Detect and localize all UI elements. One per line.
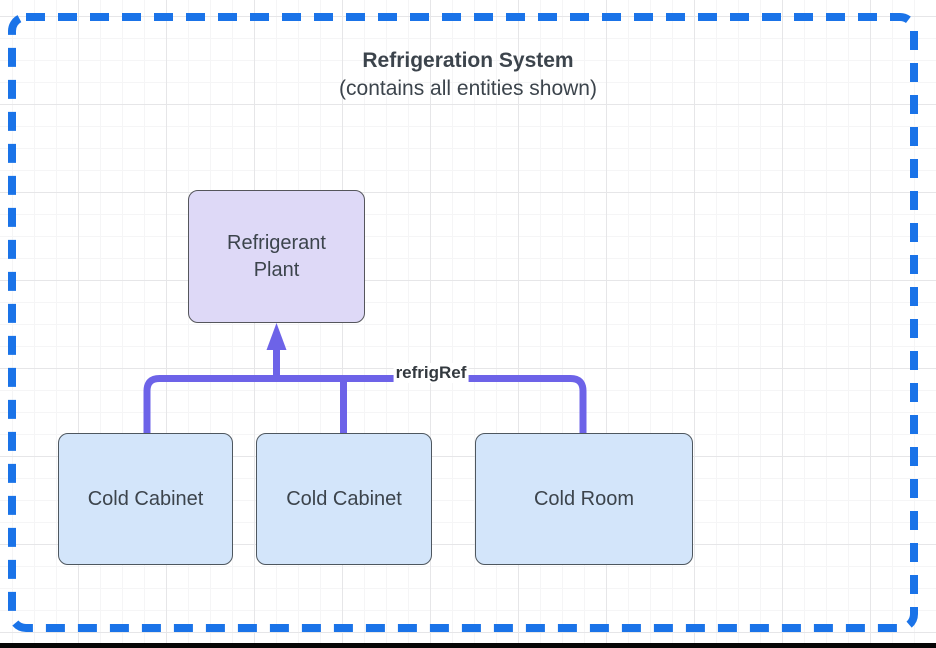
node-cold-cabinet-1: Cold Cabinet xyxy=(58,433,233,565)
node-label: Cold Cabinet xyxy=(87,487,204,510)
node-cold-room: Cold Room xyxy=(475,433,693,565)
node-label: Refrigerant Plant xyxy=(227,231,326,281)
edge-label-refrigref: refrigRef xyxy=(393,363,469,383)
diagram-title-block: Refrigeration System (contains all entit… xyxy=(0,47,936,103)
node-refrigerant-plant: Refrigerant Plant xyxy=(188,190,365,323)
node-label: Cold Room xyxy=(533,487,635,510)
node-cold-cabinet-2: Cold Cabinet xyxy=(256,433,432,565)
diagram-subtitle: (contains all entities shown) xyxy=(339,77,597,100)
diagram-title: Refrigeration System xyxy=(362,49,574,72)
connector-edge-bus xyxy=(143,375,587,434)
window-bottom-edge xyxy=(0,643,936,648)
node-label: Cold Cabinet xyxy=(286,487,402,510)
arrowhead-icon xyxy=(266,323,287,350)
